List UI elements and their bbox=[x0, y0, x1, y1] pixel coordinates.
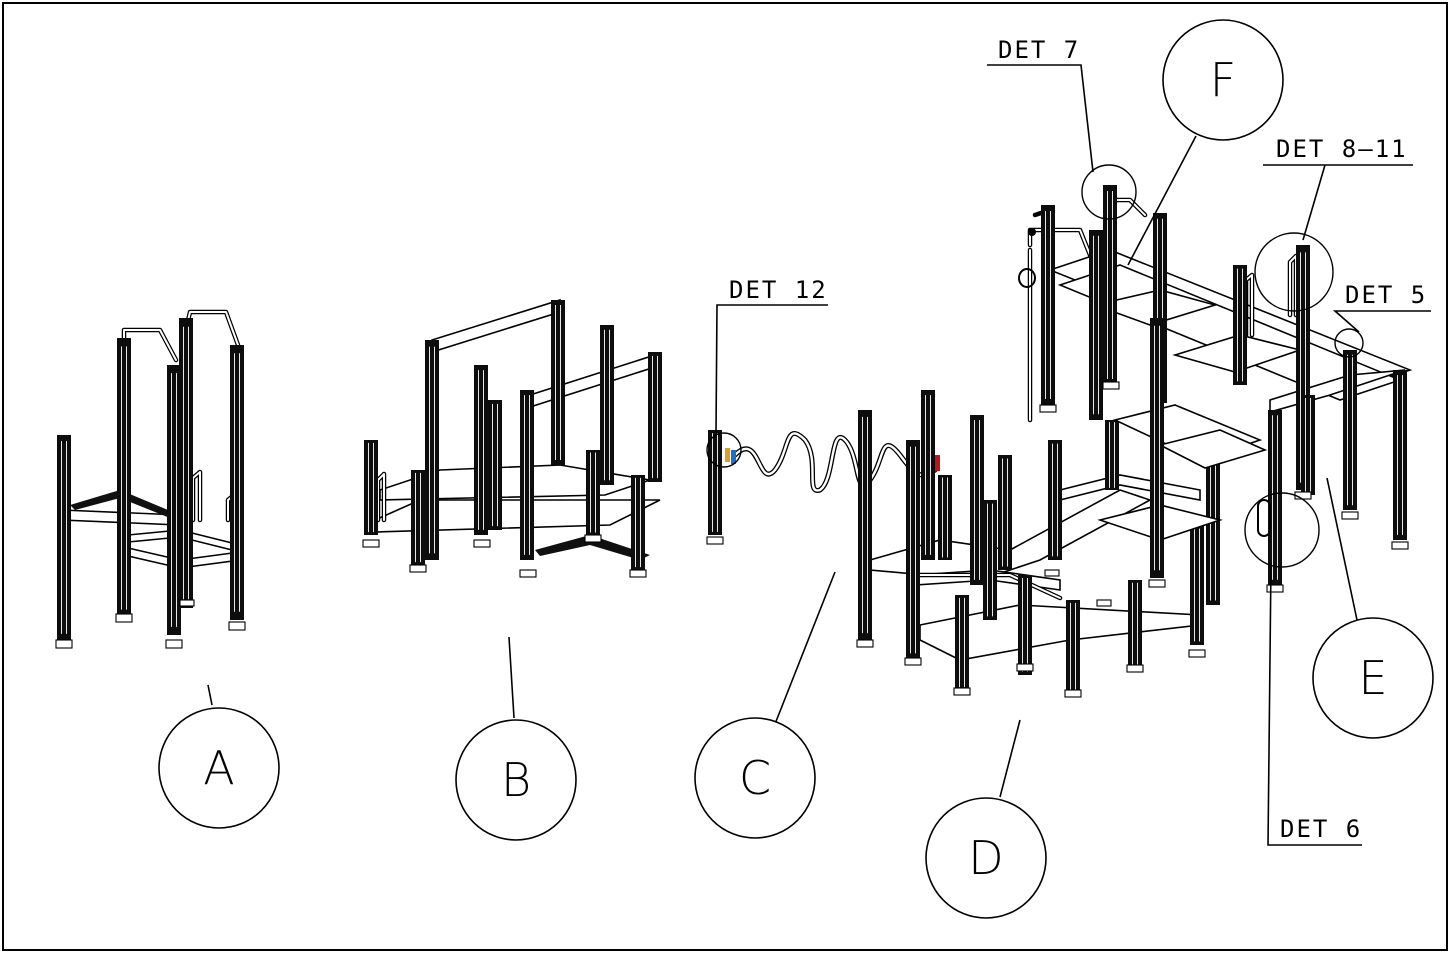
post bbox=[1040, 204, 1056, 406]
det-12-circle bbox=[706, 432, 742, 468]
post bbox=[1088, 229, 1104, 421]
post bbox=[954, 594, 970, 691]
post bbox=[630, 474, 646, 571]
assembly-e-frame bbox=[1018, 184, 1413, 593]
det-12-label: DET 12 bbox=[729, 276, 828, 304]
post bbox=[920, 389, 936, 561]
post bbox=[1065, 599, 1081, 696]
blue-fitting bbox=[731, 450, 736, 464]
post bbox=[1189, 524, 1205, 646]
post bbox=[228, 343, 246, 622]
det-6-label: DET 6 bbox=[1280, 815, 1362, 843]
assembly-d-frame bbox=[856, 389, 1221, 698]
bubble-d: D bbox=[925, 797, 1047, 919]
orange-fitting bbox=[725, 448, 730, 462]
post bbox=[1342, 349, 1358, 511]
bubble-b-label: B bbox=[501, 753, 531, 807]
post bbox=[1392, 369, 1408, 541]
bubble-c: C bbox=[694, 717, 816, 839]
det-5-label: DET 5 bbox=[1345, 281, 1427, 309]
post bbox=[585, 449, 601, 536]
post bbox=[165, 363, 183, 637]
bubble-b: B bbox=[455, 719, 577, 841]
post bbox=[1205, 454, 1221, 606]
post bbox=[1148, 316, 1166, 580]
post bbox=[473, 364, 489, 536]
det-8-11-circle bbox=[1254, 232, 1334, 312]
post bbox=[1017, 574, 1033, 676]
bubble-f-label: F bbox=[1210, 53, 1236, 107]
det-8-11-label: DET 8–11 bbox=[1276, 135, 1408, 163]
post bbox=[905, 439, 921, 661]
post bbox=[115, 336, 133, 620]
post bbox=[1267, 409, 1283, 586]
post bbox=[1300, 394, 1316, 496]
post bbox=[1047, 439, 1063, 561]
post bbox=[599, 324, 615, 486]
post bbox=[647, 351, 663, 483]
post bbox=[177, 316, 195, 610]
bubble-a-label: A bbox=[203, 741, 234, 795]
post bbox=[982, 499, 998, 621]
red-fitting bbox=[934, 455, 940, 471]
post bbox=[937, 474, 953, 561]
det-6-circle bbox=[1244, 492, 1320, 568]
post bbox=[997, 454, 1013, 571]
assembly-a-frame bbox=[55, 309, 246, 649]
bubble-c-label: C bbox=[739, 751, 771, 805]
det-5-circle bbox=[1334, 328, 1364, 358]
post bbox=[519, 389, 535, 561]
post bbox=[550, 299, 566, 466]
post bbox=[1232, 264, 1248, 386]
post bbox=[969, 414, 985, 586]
post bbox=[856, 408, 874, 642]
bubble-e-label: E bbox=[1358, 651, 1387, 705]
assembly-b-frame bbox=[362, 298, 663, 578]
bubble-a: A bbox=[158, 707, 280, 829]
post bbox=[487, 399, 503, 531]
bubble-e: E bbox=[1312, 617, 1434, 739]
bubble-d-label: D bbox=[968, 831, 1003, 885]
det-7-label: DET 7 bbox=[998, 36, 1080, 64]
post bbox=[1127, 579, 1143, 671]
det-7-circle bbox=[1081, 164, 1137, 220]
bubble-f: F bbox=[1162, 19, 1284, 141]
post bbox=[410, 469, 426, 566]
post bbox=[424, 339, 440, 561]
post bbox=[707, 429, 723, 536]
post bbox=[56, 434, 72, 641]
post bbox=[1102, 184, 1118, 386]
post bbox=[1104, 419, 1120, 491]
post bbox=[363, 439, 379, 536]
assembly-c-hose bbox=[706, 429, 940, 545]
